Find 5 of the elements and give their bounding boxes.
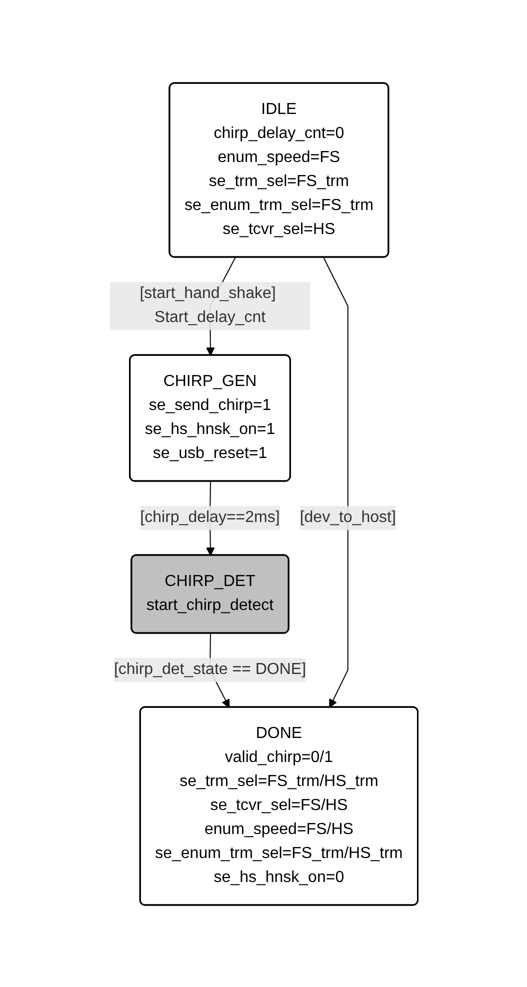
edge-label: [start_hand_shake] Start_delay_cnt bbox=[139, 284, 276, 326]
edge-label: [chirp_det_state == DONE] bbox=[114, 660, 306, 678]
edge-label: [dev_to_host] bbox=[299, 508, 396, 526]
arrow bbox=[322, 256, 348, 708]
edge-label: [chirp_delay==2ms] bbox=[140, 508, 280, 526]
